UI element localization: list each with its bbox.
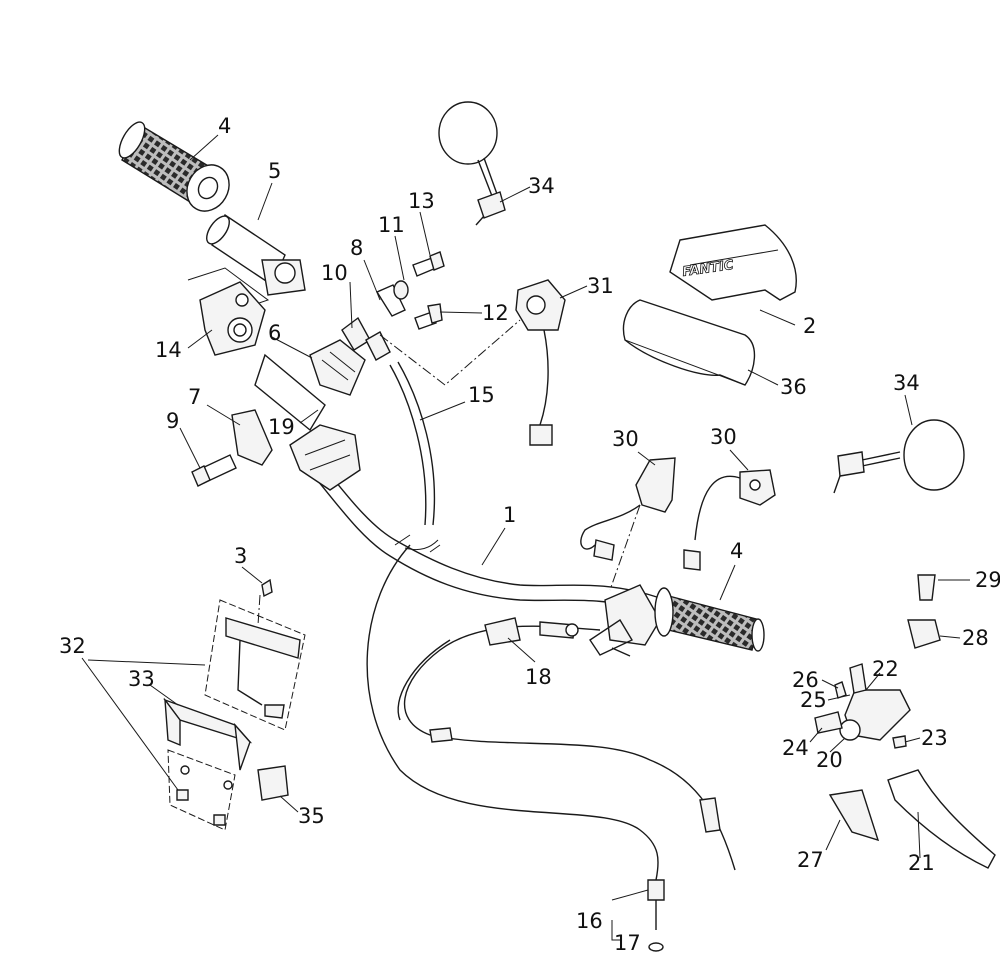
callout-4-left-grip: 4 — [218, 114, 231, 138]
bar-foam — [622, 299, 756, 386]
assembly-lines — [257, 319, 641, 626]
left-switch — [254, 339, 366, 491]
throttle-tube — [206, 213, 306, 296]
callout-15: 15 — [468, 383, 495, 407]
callout-11: 11 — [378, 213, 405, 237]
callout-24: 24 — [782, 736, 809, 760]
callout-16: 16 — [576, 909, 603, 933]
right-mirror — [833, 419, 965, 494]
callout-6: 6 — [268, 321, 281, 345]
callout-3: 3 — [234, 544, 247, 568]
callout-29: 29 — [975, 568, 1000, 592]
callout-34-left-mirror: 34 — [528, 174, 555, 198]
callout-25: 25 — [800, 688, 827, 712]
callout-8: 8 — [350, 236, 363, 260]
callout-30-left: 30 — [612, 427, 639, 451]
callout-30-right: 30 — [710, 425, 737, 449]
bar-pad: FANTIC — [669, 224, 797, 301]
brake-master-cylinder — [814, 574, 996, 869]
cable-adjuster-parts — [341, 251, 445, 361]
callout-23: 23 — [921, 726, 948, 750]
callout-10: 10 — [321, 261, 348, 285]
callout-33: 33 — [128, 667, 155, 691]
callout-14: 14 — [155, 338, 182, 362]
throttle-housing — [187, 267, 270, 356]
callout-17: 17 — [614, 931, 641, 955]
callout-27: 27 — [797, 848, 824, 872]
switch-block-right — [683, 469, 776, 571]
callout-34-right-mirror: 34 — [893, 371, 920, 395]
callout-labels: 4 5 13 11 8 10 12 34 31 14 6 7 9 19 15 2… — [59, 114, 1000, 955]
brake-cable — [366, 544, 665, 952]
callout-1: 1 — [503, 503, 516, 527]
left-grip — [118, 121, 230, 212]
callout-28: 28 — [962, 626, 989, 650]
callout-2: 2 — [803, 314, 816, 338]
callout-13: 13 — [408, 189, 435, 213]
callout-9: 9 — [166, 409, 179, 433]
callout-7: 7 — [188, 385, 201, 409]
callout-22: 22 — [872, 657, 899, 681]
callout-32: 32 — [59, 634, 86, 658]
throttle-cable — [389, 361, 436, 526]
clutch-cable — [397, 617, 736, 871]
callout-21: 21 — [908, 851, 935, 875]
switch-block-left — [580, 457, 676, 561]
callout-19: 19 — [268, 415, 295, 439]
callout-36: 36 — [780, 375, 807, 399]
callout-26: 26 — [792, 668, 819, 692]
dash-assembly — [163, 578, 306, 831]
kill-switch — [515, 279, 566, 446]
callout-12: 12 — [482, 301, 509, 325]
right-grip — [589, 584, 765, 657]
callout-20: 20 — [816, 748, 843, 772]
left-mirror — [438, 101, 506, 226]
bar-clamp — [191, 409, 273, 487]
callout-31: 31 — [587, 274, 614, 298]
callout-5: 5 — [268, 159, 281, 183]
callout-4-right-grip: 4 — [730, 539, 743, 563]
callout-35: 35 — [298, 804, 325, 828]
callout-18: 18 — [525, 665, 552, 689]
leader-lines — [81, 134, 970, 941]
